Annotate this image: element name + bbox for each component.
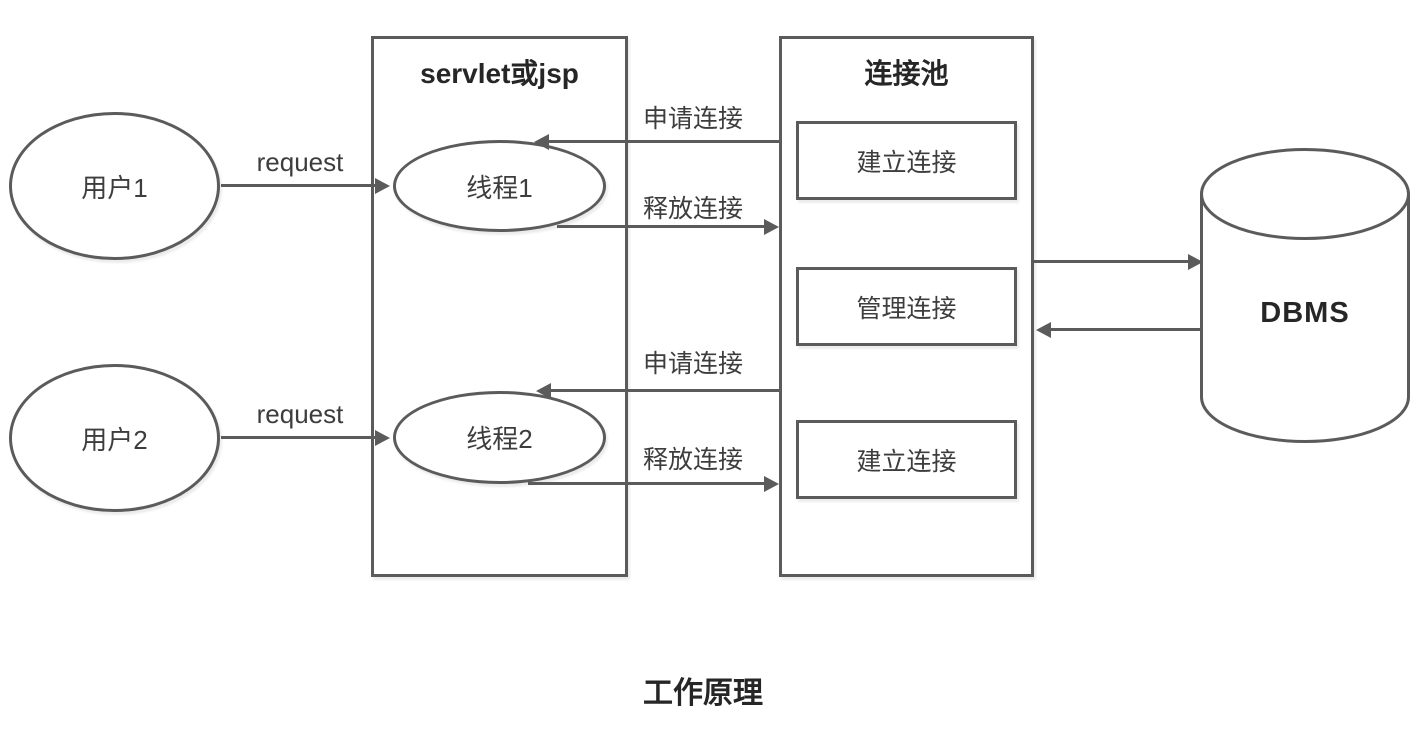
manage-connection-label: 管理连接 xyxy=(856,294,957,323)
user2-label: 用户2 xyxy=(81,424,148,455)
dbms-to-pool-arrowhead-icon xyxy=(1036,322,1051,338)
request2-arrow-line xyxy=(221,436,378,439)
request2-edge-label: request xyxy=(256,399,344,429)
thread1-label: 线程1 xyxy=(466,172,533,203)
dbms-to-pool-arrow-line xyxy=(1051,328,1201,331)
thread2-label: 线程2 xyxy=(466,424,533,454)
manage-connection-box: 管理连接 xyxy=(796,267,1017,346)
thread2-ellipse: 线程2 xyxy=(393,391,606,484)
release2-arrowhead-icon xyxy=(764,476,779,492)
establish-connection-box-1: 建立连接 xyxy=(796,121,1017,200)
thread1-ellipse: 线程1 xyxy=(393,140,606,232)
acquire2-arrow-line xyxy=(551,389,779,392)
establish-connection-label-2: 建立连接 xyxy=(856,447,957,476)
request1-edge-label: request xyxy=(256,147,344,177)
release1-arrow-line xyxy=(557,225,764,228)
pool-to-dbms-arrowhead-icon xyxy=(1188,254,1203,270)
request2-arrowhead-icon xyxy=(375,430,390,446)
pool-to-dbms-arrow-line xyxy=(1034,260,1189,263)
user1-label: 用户1 xyxy=(81,172,148,203)
request1-arrowhead-icon xyxy=(375,178,390,194)
acquire1-edge-label: 申请连接 xyxy=(642,105,743,133)
release1-edge-label: 释放连接 xyxy=(642,195,743,223)
user1-ellipse: 用户1 xyxy=(9,112,220,260)
connection-pool-box-title: 连接池 xyxy=(864,58,949,89)
acquire1-arrowhead-icon xyxy=(534,134,549,150)
user2-ellipse: 用户2 xyxy=(9,364,220,512)
establish-connection-box-2: 建立连接 xyxy=(796,420,1017,499)
release1-arrowhead-icon xyxy=(764,219,779,235)
release2-arrow-line xyxy=(528,482,764,485)
release2-edge-label: 释放连接 xyxy=(642,446,743,474)
establish-connection-label-1: 建立连接 xyxy=(856,148,957,177)
acquire2-arrowhead-icon xyxy=(536,383,551,399)
servlet-box xyxy=(371,36,628,577)
request1-arrow-line xyxy=(221,184,378,187)
servlet-box-title: servlet或jsp xyxy=(420,58,579,89)
acquire1-arrow-line xyxy=(549,140,779,143)
diagram-title: 工作原理 xyxy=(643,677,763,710)
dbms-cylinder xyxy=(1200,148,1410,443)
dbms-label: DBMS xyxy=(1260,297,1350,329)
acquire2-edge-label: 申请连接 xyxy=(642,350,743,378)
